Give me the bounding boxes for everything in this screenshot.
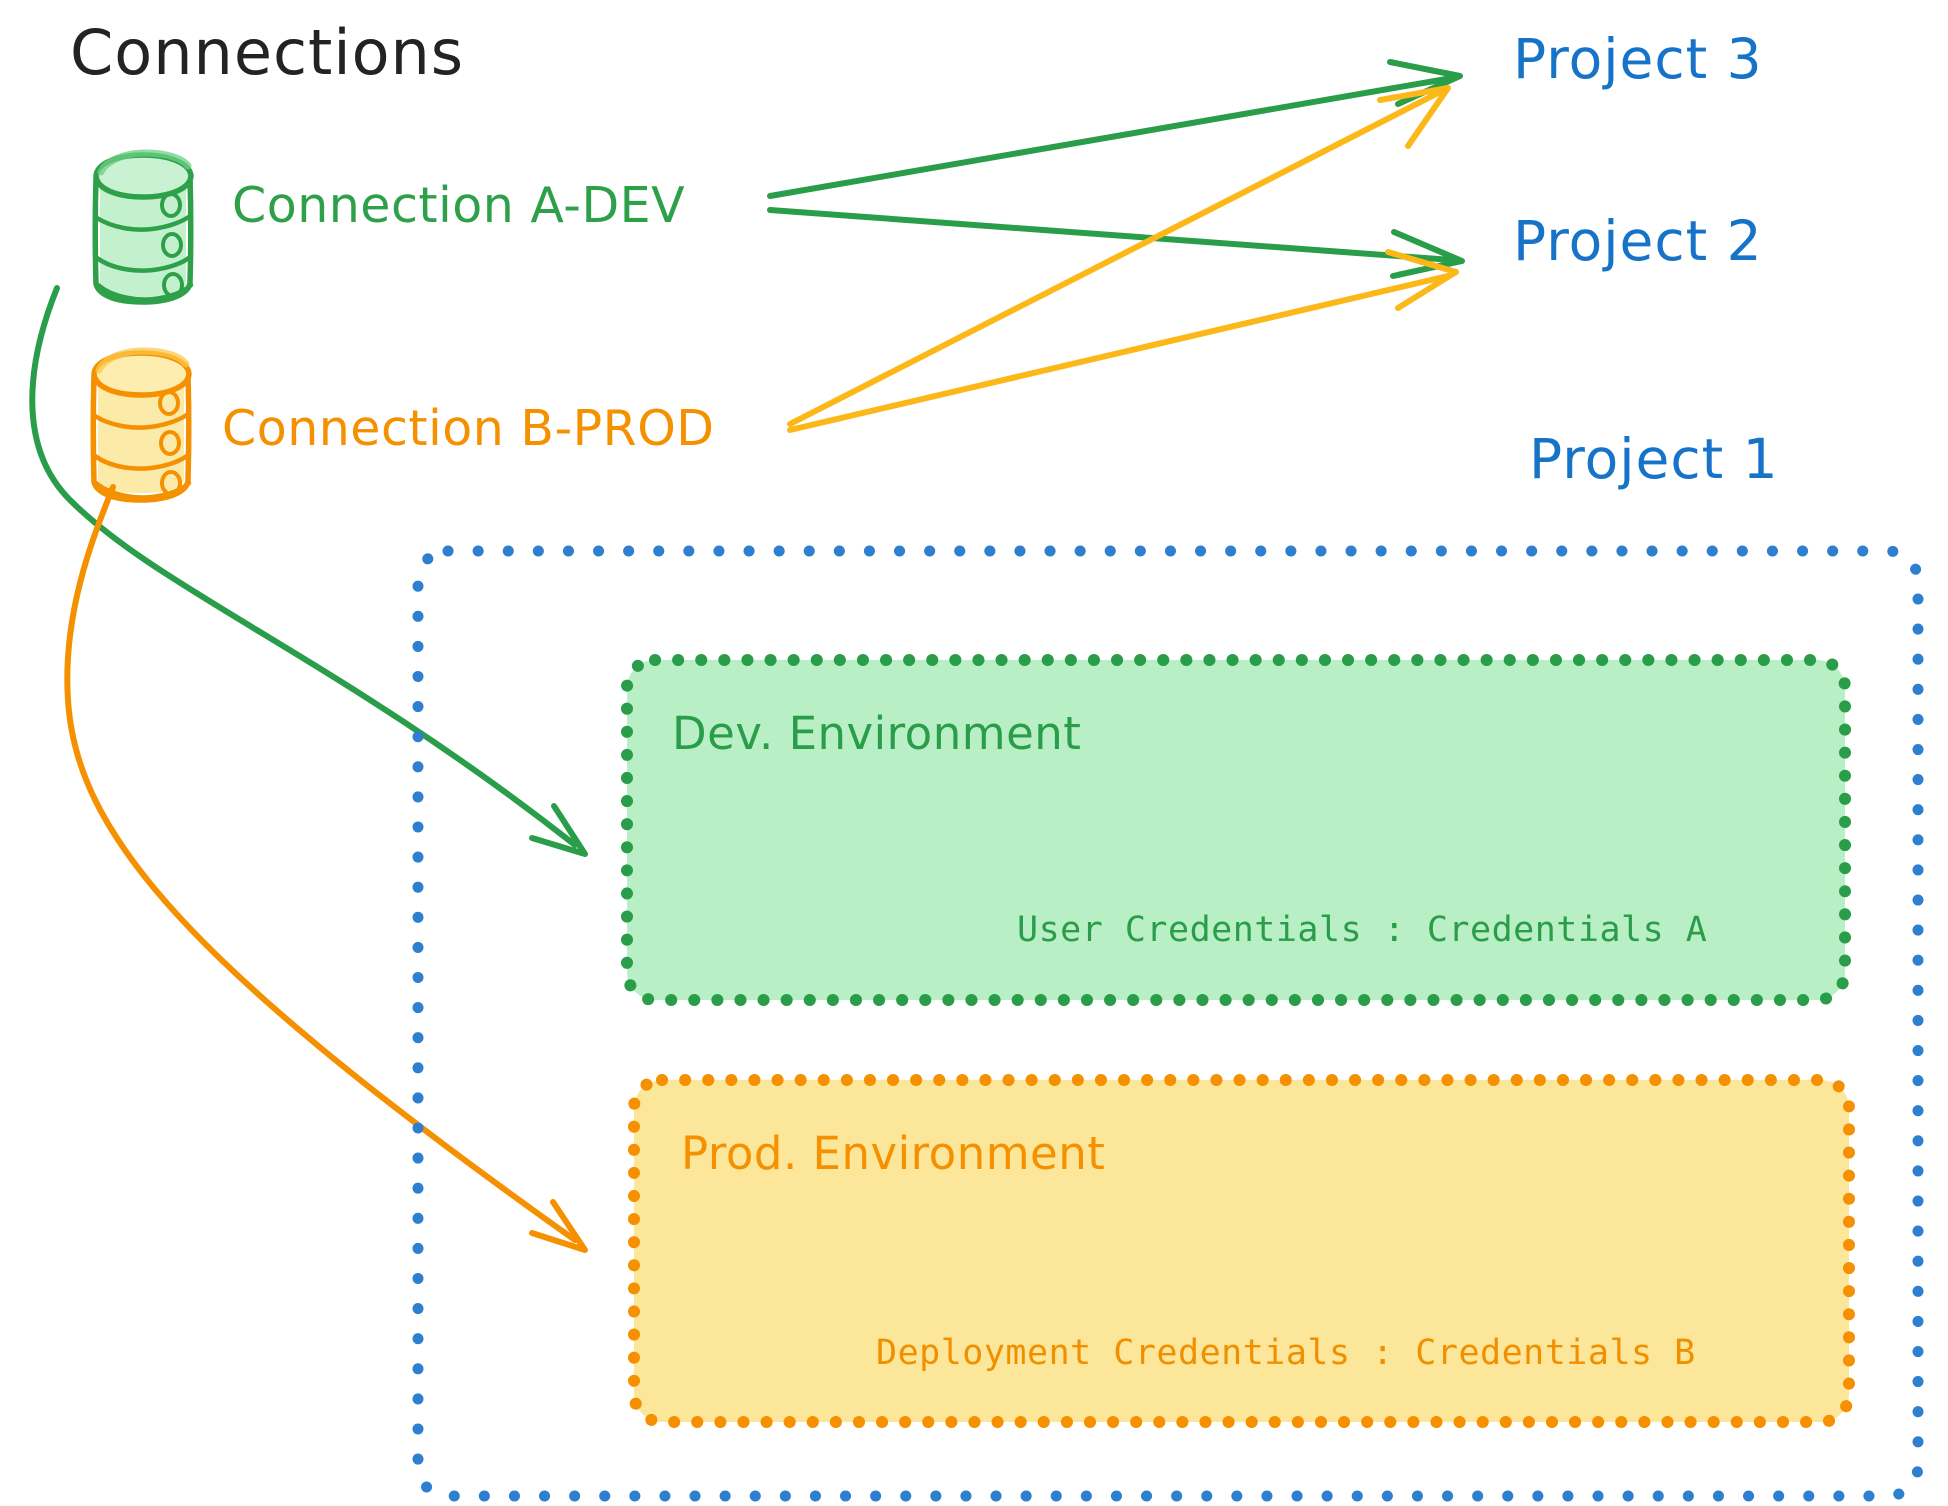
edge-conn-a-to-project-2 — [767, 207, 1465, 279]
edge-conn-a-to-project-3 — [767, 59, 1463, 199]
prod-environment-box — [628, 1074, 1855, 1428]
page-title: Connections — [70, 16, 465, 89]
project-1-container — [412, 545, 1924, 1502]
database-cylinder-icon-orange[interactable] — [90, 347, 192, 503]
prod-environment-title: Prod. Environment — [681, 1127, 1106, 1180]
connection-label-a-dev[interactable]: Connection A-DEV — [232, 177, 686, 234]
connection-label-b-prod[interactable]: Connection B-PROD — [222, 400, 715, 457]
dev-credentials-text: User Credentials : Credentials A — [1017, 910, 1708, 950]
edge-conn-a-to-dev-environment — [29, 285, 588, 857]
edge-conn-b-to-project-2 — [787, 249, 1459, 433]
dev-environment-box — [621, 654, 1851, 1006]
project-label-1[interactable]: Project 1 — [1529, 427, 1779, 491]
database-cylinder-icon-green[interactable] — [92, 149, 194, 305]
edge-conn-b-to-prod-environment — [64, 484, 588, 1253]
project-label-2[interactable]: Project 2 — [1513, 209, 1763, 273]
dev-environment-title: Dev. Environment — [672, 707, 1082, 760]
project-label-3[interactable]: Project 3 — [1513, 27, 1763, 91]
prod-credentials-text: Deployment Credentials : Credentials B — [876, 1333, 1696, 1373]
edge-conn-b-to-project-3 — [787, 85, 1451, 427]
